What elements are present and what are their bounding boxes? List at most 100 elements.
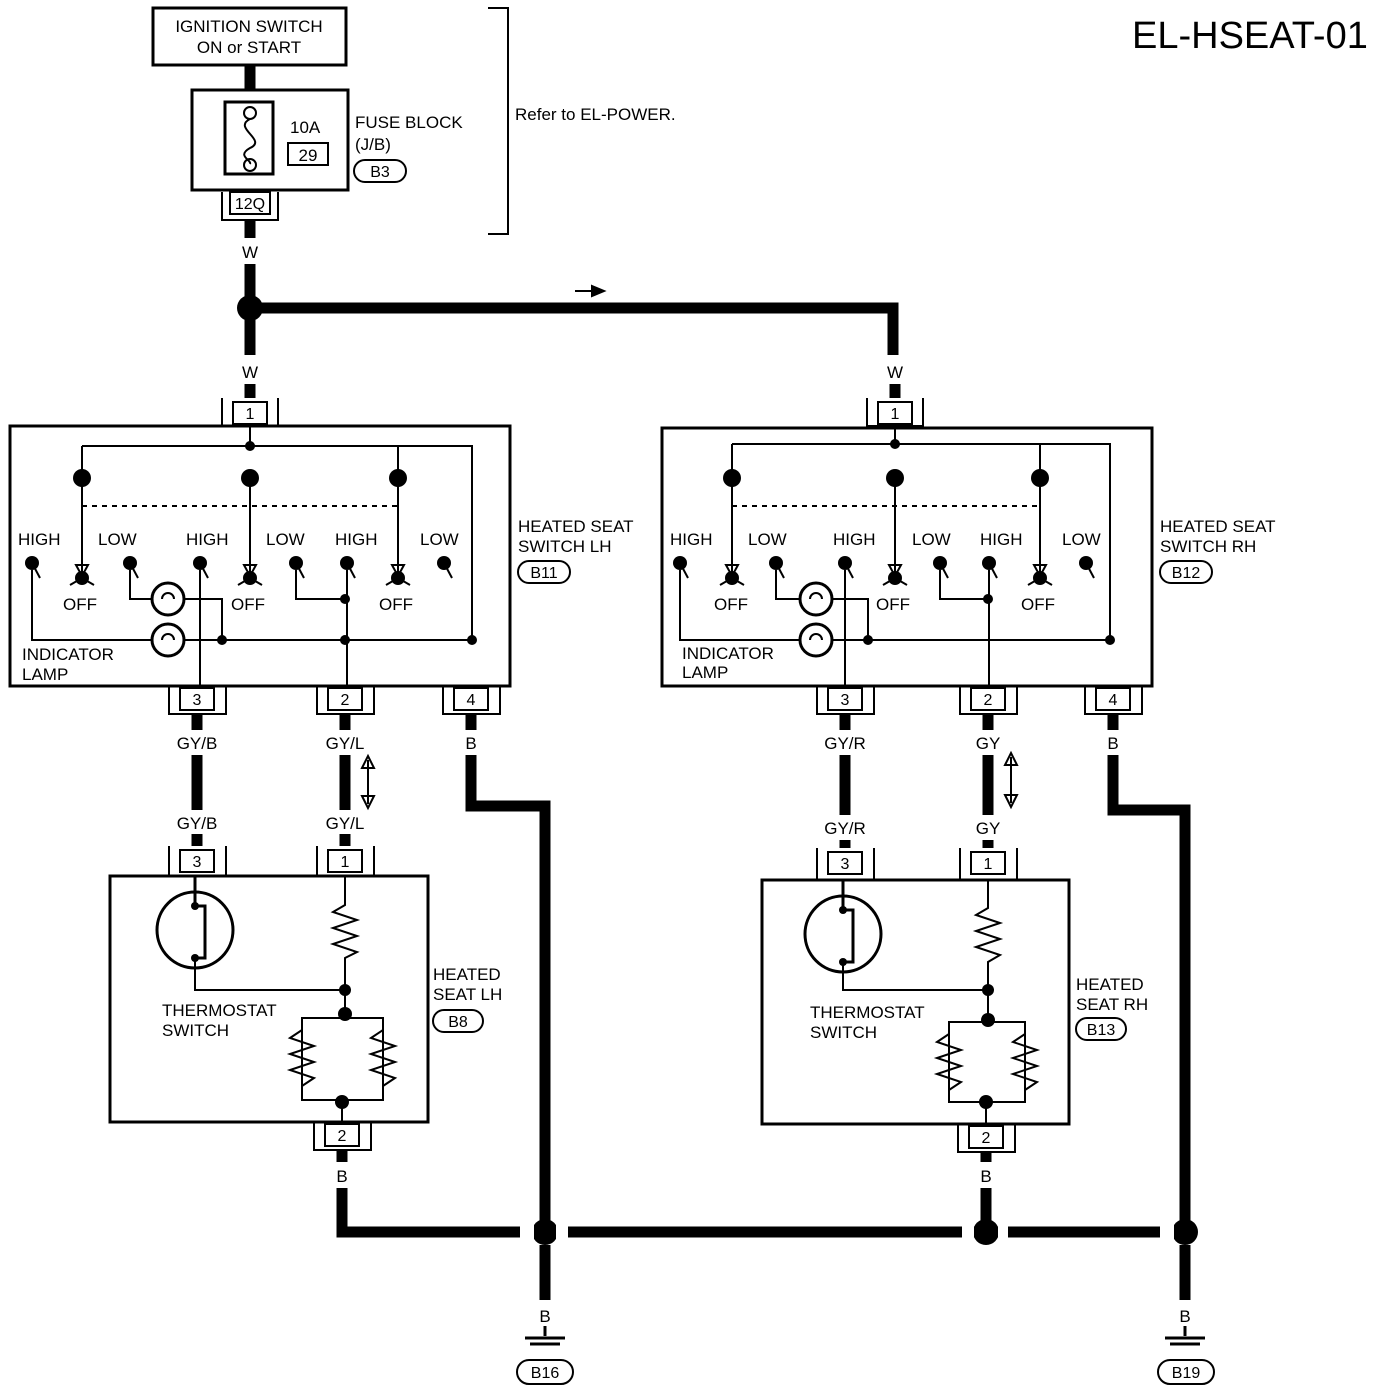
wire-gyl-1: GY/L <box>326 734 365 753</box>
rh-indicator-label: INDICATOR <box>682 644 774 663</box>
wire-gyb-2: GY/B <box>177 814 218 833</box>
wire-b-rh-switch: B <box>1107 734 1118 753</box>
double-arrow-icon <box>360 753 376 811</box>
wire-b-rh-seat: B <box>980 1167 991 1186</box>
connector-b12-badge <box>1159 560 1213 584</box>
connector-b11: B11 <box>530 565 557 582</box>
rh-lamp-label: LAMP <box>682 663 728 682</box>
fuse-block-label: FUSE BLOCK <box>355 113 463 132</box>
wire-rh-ground <box>1107 755 1191 1232</box>
indicator-lamp-icon <box>150 622 186 658</box>
connector-b3-badge <box>353 159 407 183</box>
lh-off-2: OFF <box>231 595 265 614</box>
lh-indicator-label: INDICATOR <box>22 645 114 664</box>
seat-rh-pin2: 2 <box>982 1130 991 1147</box>
wire-gyl-2: GY/L <box>326 814 365 833</box>
splice-ground-1 <box>532 1219 558 1245</box>
splice-ground-2 <box>973 1219 999 1245</box>
connector-b12: B12 <box>1172 565 1201 582</box>
thermostat-lh-label: THERMOSTAT <box>162 1001 277 1020</box>
wire-b-ground-1: B <box>539 1307 550 1326</box>
connector-b11-badge <box>517 560 571 584</box>
connector-b13: B13 <box>1087 1022 1116 1039</box>
refer-bracket <box>488 7 509 235</box>
switch-lh: 1 HIGH LOW HIGH LOW HIGH LOW OFF OFF OFF… <box>8 398 512 688</box>
switch-rh: 1 HIGH LOW HIGH LOW HIGH LOW OFF OFF OFF… <box>660 398 1154 688</box>
heater-element-icon <box>1009 1033 1041 1091</box>
wire-gyb-1: GY/B <box>177 734 218 753</box>
switch-lh-pin3: 3 <box>193 692 202 709</box>
switch-lh-side: SWITCH LH <box>518 537 612 556</box>
connector-b8-badge <box>432 1009 484 1033</box>
seat-lh-pin3: 3 <box>193 854 202 871</box>
rh-low-3: LOW <box>1062 530 1101 549</box>
wire-color-w-1: W <box>242 243 258 262</box>
seat-rh-name: HEATED <box>1076 975 1144 994</box>
lh-low-2: LOW <box>266 530 305 549</box>
wire-gyr-2: GY/R <box>824 819 866 838</box>
wire-b-ground-2: B <box>1179 1307 1190 1326</box>
wire-b-lh-switch: B <box>465 734 476 753</box>
switch-rh-pin3: 3 <box>841 692 850 709</box>
wire-gyr-1: GY/R <box>824 734 866 753</box>
lh-low-1: LOW <box>98 530 137 549</box>
connector-b8: B8 <box>448 1014 468 1031</box>
lh-lamp-label: LAMP <box>22 665 68 684</box>
fuse-terminal: 12Q <box>235 196 265 213</box>
resistor-icon <box>972 880 1004 1020</box>
ground-b19: B19 <box>1172 1365 1201 1382</box>
switch-rh-pin2: 2 <box>984 692 993 709</box>
rh-off-2: OFF <box>876 595 910 614</box>
wire-lh-ground <box>465 755 551 1232</box>
heater-element-icon <box>286 1029 318 1087</box>
ground-icon <box>1165 1326 1205 1346</box>
indicator-lamp-icon <box>798 622 834 658</box>
ground-bus-wire <box>336 1188 1185 1238</box>
rh-low-2: LOW <box>912 530 951 549</box>
lh-off-1: OFF <box>63 595 97 614</box>
wire-gy-2: GY <box>976 819 1001 838</box>
fuse-amp: 10A <box>290 118 321 137</box>
wire-gy-1: GY <box>976 734 1001 753</box>
fuse-terminal-connector: 12Q <box>221 191 279 221</box>
thermostat-lh-sub: SWITCH <box>162 1021 229 1040</box>
seat-lh-side: SEAT LH <box>433 985 502 1004</box>
switch-lh-pin4: 4 <box>467 692 476 709</box>
ignition-switch-state: ON or START <box>197 38 301 57</box>
switch-rh-bottom-connectors: 3 2 4 <box>816 686 1143 715</box>
lh-high-3: HIGH <box>335 530 378 549</box>
fuse-block: 10A 29 <box>190 88 350 192</box>
switch-lh-pin2: 2 <box>341 692 350 709</box>
indicator-lamp-icon <box>798 581 834 617</box>
fuse-number: 29 <box>299 146 318 165</box>
rh-high-1: HIGH <box>670 530 713 549</box>
diagram-title: EL-HSEAT-01 <box>1132 15 1368 57</box>
splice-ground-3 <box>1172 1219 1198 1245</box>
refer-note: Refer to EL-POWER. <box>515 105 676 124</box>
seat-lh-name: HEATED <box>433 965 501 984</box>
connector-b13-badge <box>1075 1017 1127 1041</box>
indicator-lamp-icon <box>150 581 186 617</box>
rh-high-2: HIGH <box>833 530 876 549</box>
heater-element-icon <box>933 1033 965 1091</box>
seat-rh-pin3: 3 <box>841 856 850 873</box>
ground-b19-badge <box>1157 1359 1215 1385</box>
lh-off-3: OFF <box>379 595 413 614</box>
switch-rh-name: HEATED SEAT <box>1160 517 1276 536</box>
wire-color-w-2: W <box>242 363 258 382</box>
switch-lh-pin1: 1 <box>246 406 255 423</box>
lh-high-1: HIGH <box>18 530 61 549</box>
rh-power-wire <box>250 302 899 355</box>
thermostat-rh-label: THERMOSTAT <box>810 1003 925 1022</box>
ground-b16: B16 <box>531 1365 560 1382</box>
fuse-block-sub: (J/B) <box>355 135 391 154</box>
lh-low-3: LOW <box>420 530 459 549</box>
connector-b3: B3 <box>370 164 390 181</box>
seat-lh-pin2: 2 <box>338 1128 347 1145</box>
fuse-icon <box>223 100 275 176</box>
switch-rh-side: SWITCH RH <box>1160 537 1256 556</box>
seat-lh: 3 1 THERMOSTAT SWITCH 2 <box>108 846 430 1151</box>
ground-b16-badge <box>516 1359 574 1385</box>
rh-off-1: OFF <box>714 595 748 614</box>
seat-rh-side: SEAT RH <box>1076 995 1148 1014</box>
